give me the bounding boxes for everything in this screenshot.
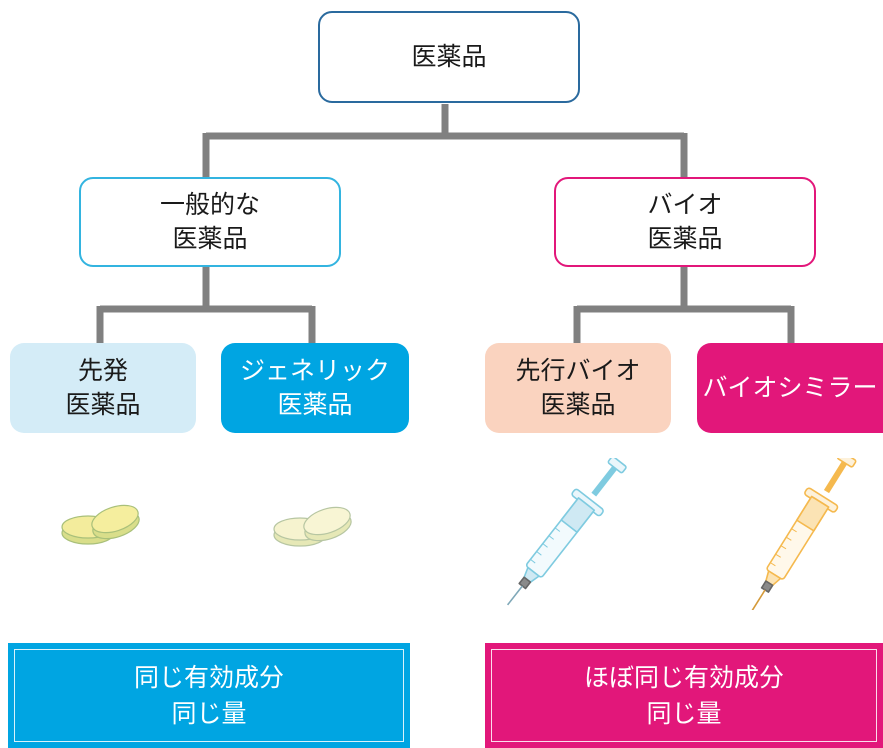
product-bio-original-line1: 先行バイオ: [515, 356, 641, 385]
product-original-line2: 医薬品: [65, 390, 141, 419]
product-generic-line1: ジェネリック: [239, 356, 390, 385]
syringe-icon: [506, 458, 627, 606]
root-node: 医薬品: [318, 11, 580, 103]
tablets-icon: [61, 504, 140, 545]
product-original-line1: 先発: [77, 356, 128, 385]
product-generic-line2: 医薬品: [277, 390, 353, 419]
product-bio-original: 先行バイオ 医薬品: [485, 343, 671, 433]
category-bio-line2: 医薬品: [647, 224, 723, 253]
note-general-line2: 同じ量: [171, 698, 247, 728]
note-bio-line2: 同じ量: [646, 698, 722, 728]
product-generic: ジェネリック 医薬品: [221, 343, 409, 433]
syringe-icon: [751, 458, 857, 610]
root-label: 医薬品: [411, 42, 487, 71]
tablets-icon: [273, 506, 352, 547]
category-general: 一般的な 医薬品: [79, 177, 341, 267]
category-general-line1: 一般的な: [159, 190, 260, 219]
note-general: 同じ有効成分 同じ量: [8, 643, 410, 748]
note-bio-line1: ほぼ同じ有効成分: [583, 662, 784, 692]
product-biosimilar: バイオシミラー: [697, 343, 883, 433]
category-bio-line1: バイオ: [647, 190, 723, 219]
category-bio: バイオ 医薬品: [554, 177, 816, 267]
category-general-line2: 医薬品: [172, 224, 248, 253]
note-general-line1: 同じ有効成分: [133, 662, 284, 692]
product-biosimilar-line1: バイオシミラー: [702, 373, 878, 402]
product-original: 先発 医薬品: [10, 343, 196, 433]
product-bio-original-line2: 医薬品: [540, 390, 616, 419]
note-bio: ほぼ同じ有効成分 同じ量: [485, 643, 883, 748]
